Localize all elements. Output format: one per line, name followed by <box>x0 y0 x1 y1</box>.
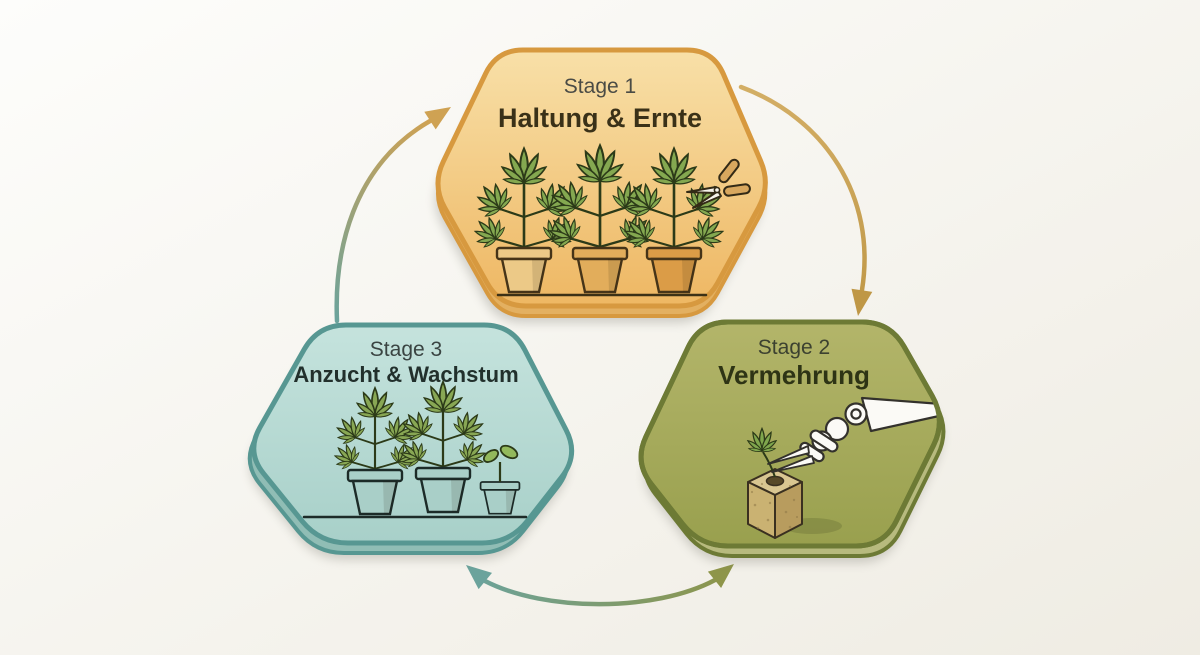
pruning-shears-icon <box>686 158 751 209</box>
stage-1-title: Haltung & Ernte <box>498 103 702 133</box>
stage-3-label: Stage 3 <box>370 338 442 361</box>
stage-2-hexagon: Stage 2 Vermehrung <box>638 319 946 563</box>
seedling-icon <box>482 444 519 482</box>
stage-1-illustration <box>468 145 751 297</box>
stage-2-illustration <box>747 396 940 539</box>
stage-3-illustration <box>302 382 528 519</box>
arrow-stage1-to-stage2 <box>738 84 873 316</box>
stage-3-title: Anzucht & Wachstum <box>293 362 518 387</box>
arrowhead-icon <box>466 565 492 590</box>
stage-1-hexagon: Stage 1 Haltung & Ernte <box>434 47 768 323</box>
stage-1-label: Stage 1 <box>564 75 636 98</box>
stage-2-label: Stage 2 <box>758 336 830 359</box>
arrow-shaft <box>334 118 433 324</box>
robot-arm-icon <box>767 396 940 473</box>
rockwool-cube-icon <box>747 468 803 539</box>
arrowhead-icon <box>424 107 451 130</box>
stage-3-hexagon: Stage 3 Anzucht & Wachstum <box>247 322 575 560</box>
tweezers-icon <box>767 445 810 465</box>
arrowhead-icon <box>707 564 734 588</box>
arrowhead-icon <box>851 288 873 316</box>
arrow-shaft <box>482 577 718 607</box>
tweezers-icon <box>771 455 815 473</box>
cube-hole <box>765 475 785 487</box>
arrow-shaft <box>738 84 867 293</box>
arrow-stage2-to-stage3 <box>466 564 734 607</box>
stage-2-border-overlay <box>638 319 942 549</box>
stage-2-title: Vermehrung <box>718 360 870 390</box>
cycle-arrows <box>334 84 873 607</box>
cube-speckles <box>750 482 799 530</box>
arrow-stage3-to-stage1 <box>334 107 451 324</box>
